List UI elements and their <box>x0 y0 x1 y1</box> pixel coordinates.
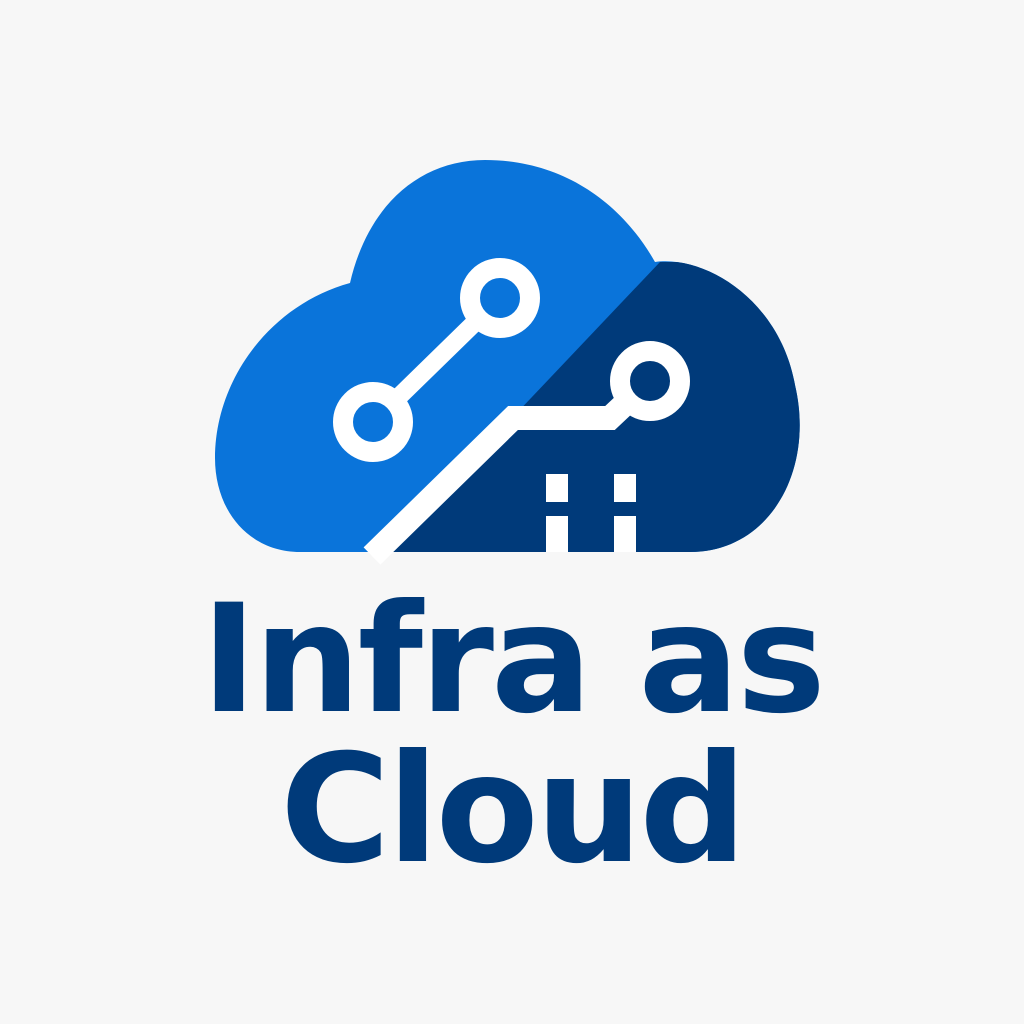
brand-wordmark: Infra as Cloud <box>0 585 1024 885</box>
server-vent-left-gap <box>546 502 568 516</box>
server-vent-right-gap <box>614 502 636 516</box>
cloud-shape <box>215 160 800 552</box>
brand-line-1: Infra as <box>201 573 826 747</box>
node-right <box>610 341 690 421</box>
node-upper <box>460 258 540 338</box>
node-lower-left <box>333 382 413 462</box>
brand-line-2: Cloud <box>280 723 747 897</box>
